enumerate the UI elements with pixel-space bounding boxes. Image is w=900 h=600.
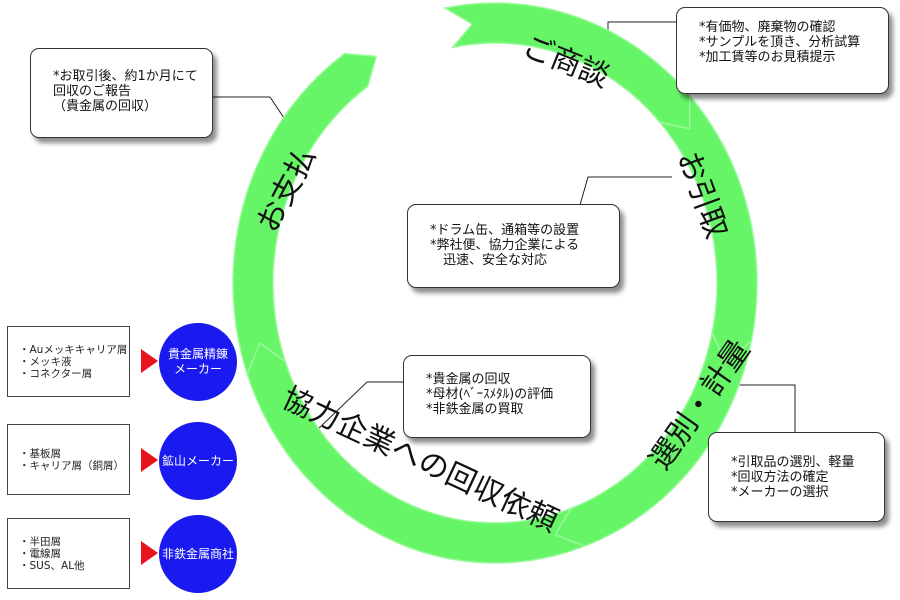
connector-sentaku [732, 371, 796, 432]
callout-hikitori: *ドラム缶、通箱等の設置 *弊社便、協力企業による 迅速、安全な対応 [407, 204, 620, 288]
source-solder-line-2: ・電線屑 [19, 547, 61, 560]
source-plating-line-1: ・Auメッキキャリア屑 [19, 343, 128, 356]
destination-refiner-line-1: 貴金属精錬 [167, 347, 228, 361]
callout-hikitori-line-2: *弊社便、協力企業による [430, 238, 580, 253]
callout-irai-line-1: *貴金属の回収 [426, 372, 511, 387]
ring-segment-shiharai [232, 52, 378, 377]
callout-shoudan-line-2: *サンプルを頂き、分析試算 [699, 35, 861, 50]
destination-mining: 鉱山メーカー [159, 422, 237, 500]
destination-mining-line-1: 鉱山メーカー [161, 453, 234, 468]
source-board-line-1: ・基板屑 [19, 447, 61, 460]
connector-hikitori [579, 176, 672, 206]
ring-arrows [232, 2, 758, 564]
callout-sentaku-line-2: *回収方法の確定 [731, 470, 829, 485]
callout-sentaku-line-1: *引取品の選別、軽量 [731, 455, 855, 470]
callout-shoudan: *有価物、廃棄物の確認 *サンプルを頂き、分析試算 *加工賃等のお見積提示 [676, 7, 889, 94]
destination-refiner-line-2: メーカー [173, 362, 222, 376]
destination-refiner: 貴金属精錬 メーカー [159, 323, 237, 401]
source-box-plating: ・Auメッキキャリア屑 ・メッキ液 ・コネクター屑 [7, 326, 130, 397]
source-plating-line-3: ・コネクター屑 [19, 367, 93, 380]
callout-shiharai: *お取引後、約1か月にて 回収のご報告 （貴金属の回収） [30, 48, 213, 138]
callout-irai-line-2: *母材(ﾍﾞｰｽﾒﾀﾙ)の評価 [426, 387, 554, 402]
source-solder-line-3: ・SUS、AL他 [19, 559, 85, 572]
source-solder-line-1: ・半田屑 [19, 535, 61, 548]
connector-irai [314, 381, 403, 433]
destination-trader: 非鉄金属商社 [159, 515, 237, 593]
callout-sentaku: *引取品の選別、軽量 *回収方法の確定 *メーカーの選択 [708, 432, 885, 522]
arrow-to-mining [141, 448, 158, 472]
source-plating-line-2: ・メッキ液 [19, 355, 72, 368]
callout-irai-line-3: *非鉄金属の買取 [426, 402, 524, 417]
callout-hikitori-line-1: *ドラム缶、通箱等の設置 [430, 223, 580, 238]
source-box-solder: ・半田屑 ・電線屑 ・SUS、AL他 [7, 518, 130, 589]
destination-trader-line-1: 非鉄金属商社 [161, 546, 234, 561]
callout-sentaku-line-3: *メーカーの選択 [731, 485, 829, 500]
callout-shoudan-line-3: *加工賃等のお見積提示 [699, 50, 836, 65]
callout-shoudan-line-1: *有価物、廃棄物の確認 [699, 20, 836, 35]
callout-irai: *貴金属の回収 *母材(ﾍﾞｰｽﾒﾀﾙ)の評価 *非鉄金属の買取 [403, 355, 591, 438]
source-box-board: ・基板屑 ・キャリア屑（銅屑） [7, 424, 130, 495]
arrow-to-refiner [141, 349, 158, 373]
callout-shiharai-line-2: 回収のご報告 [53, 84, 132, 99]
callout-hikitori-line-3: 迅速、安全な対応 [430, 253, 548, 268]
callout-shiharai-line-1: *お取引後、約1か月にて [53, 69, 198, 84]
source-board-line-2: ・キャリア屑（銅屑） [19, 459, 124, 472]
callout-shiharai-line-3: （貴金属の回収） [53, 99, 158, 114]
arrow-to-trader [141, 541, 158, 565]
